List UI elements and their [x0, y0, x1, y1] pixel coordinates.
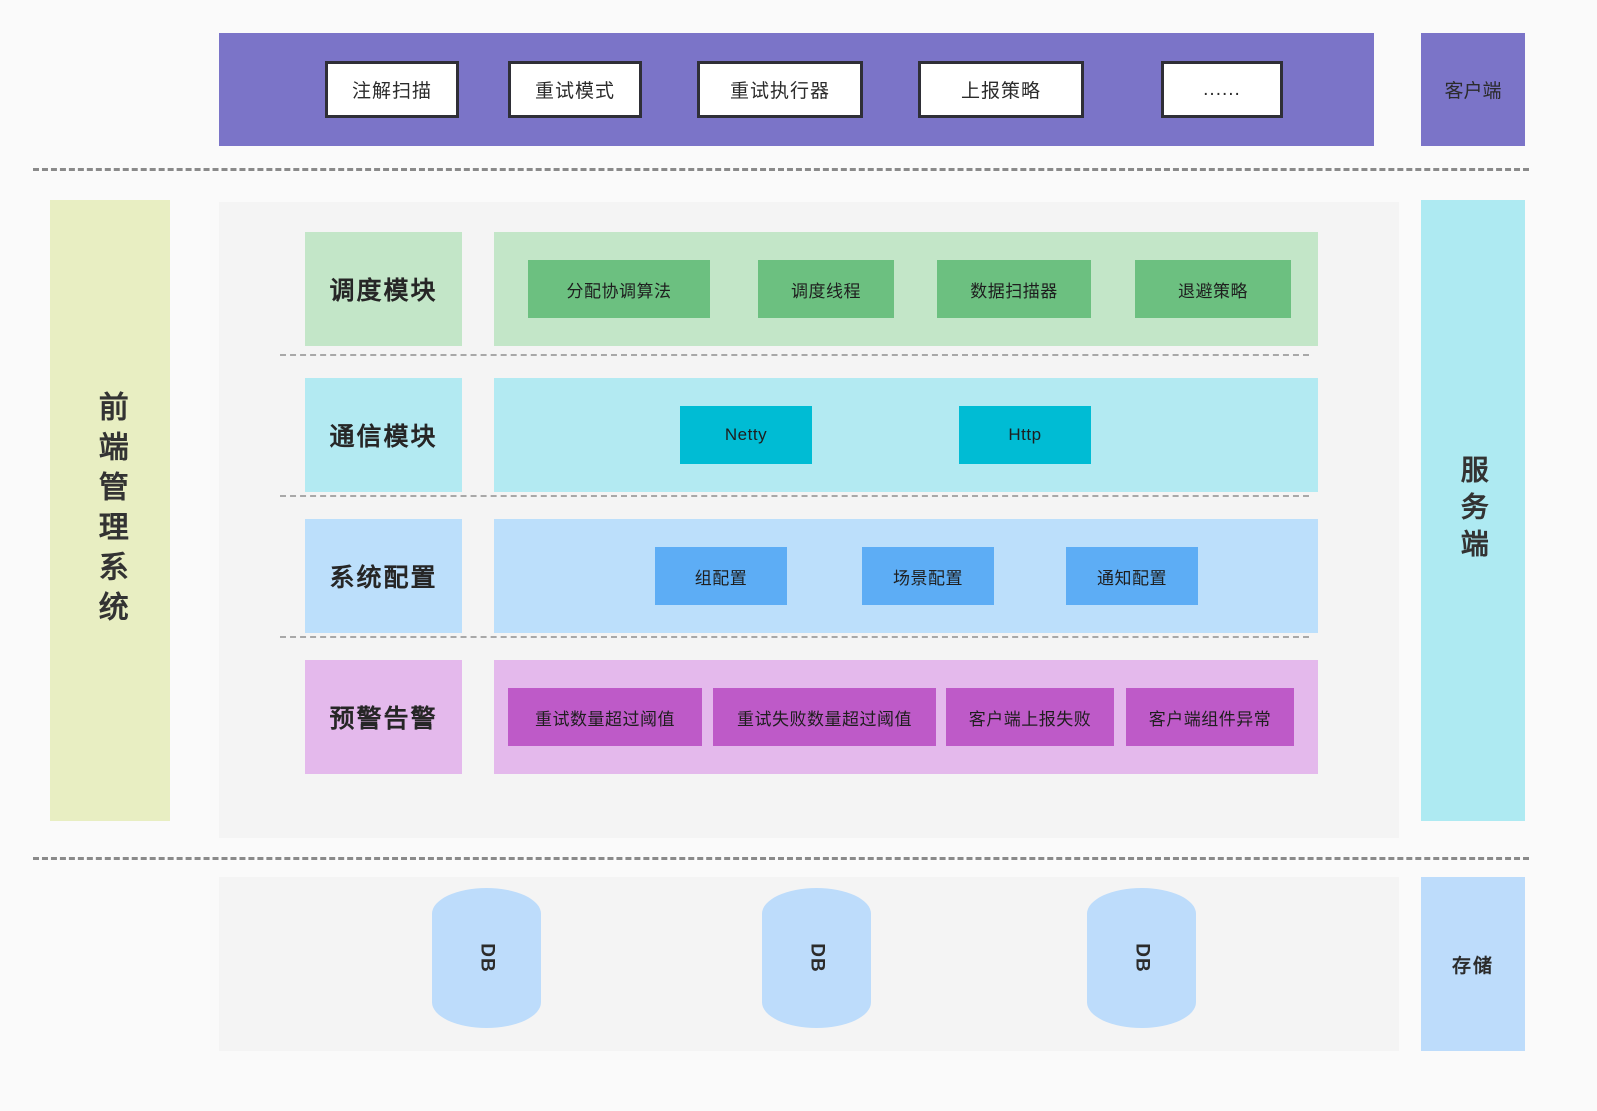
client-chip-annotation-scan[interactable]: 注解扫描 [325, 61, 459, 118]
module-chip-data-scanner[interactable]: 数据扫描器 [937, 260, 1091, 318]
module-label-scheduling: 调度模块 [305, 232, 462, 346]
module-row-scheduling: 调度模块 分配协调算法 调度线程 数据扫描器 退避策略 [219, 232, 1399, 346]
server-sidebar-label: 服务端 [1457, 455, 1489, 566]
module-band-alerting: 重试数量超过阈值 重试失败数量超过阈值 客户端上报失败 客户端组件异常 [494, 660, 1318, 774]
database-cylinder[interactable]: DB [1087, 888, 1196, 1028]
module-chip-notification-config[interactable]: 通知配置 [1066, 547, 1198, 605]
row-separator-2 [280, 495, 1309, 497]
module-row-alerting: 预警告警 重试数量超过阈值 重试失败数量超过阈值 客户端上报失败 客户端组件异常 [219, 660, 1399, 774]
client-chip-retry-executor[interactable]: 重试执行器 [697, 61, 863, 118]
separator-client-server [33, 168, 1529, 171]
module-band-communication: Netty Http [494, 378, 1318, 492]
module-band-scheduling: 分配协调算法 调度线程 数据扫描器 退避策略 [494, 232, 1318, 346]
client-layer-band: 注解扫描 重试模式 重试执行器 上报策略 ...... [219, 33, 1374, 146]
module-chip-retry-count-threshold[interactable]: 重试数量超过阈值 [508, 688, 702, 746]
module-chip-client-component-exception[interactable]: 客户端组件异常 [1126, 688, 1294, 746]
server-layer-tag: 服务端 [1421, 200, 1525, 821]
module-chip-allocation-algorithm[interactable]: 分配协调算法 [528, 260, 710, 318]
row-separator-1 [280, 354, 1309, 356]
database-label: DB [806, 943, 828, 973]
client-chip-ellipsis[interactable]: ...... [1161, 61, 1283, 118]
row-separator-3 [280, 636, 1309, 638]
server-modules-panel: 调度模块 分配协调算法 调度线程 数据扫描器 退避策略 通信模块 Netty H… [219, 202, 1399, 838]
module-chip-netty[interactable]: Netty [680, 406, 812, 464]
module-chip-scene-config[interactable]: 场景配置 [862, 547, 994, 605]
database-label-wrap: DB [432, 888, 541, 1028]
module-chip-scheduling-thread[interactable]: 调度线程 [758, 260, 894, 318]
database-cylinder[interactable]: DB [432, 888, 541, 1028]
module-chip-client-report-failure[interactable]: 客户端上报失败 [946, 688, 1114, 746]
module-label-configuration: 系统配置 [305, 519, 462, 633]
module-band-configuration: 组配置 场景配置 通知配置 [494, 519, 1318, 633]
module-label-communication: 通信模块 [305, 378, 462, 492]
frontend-management-sidebar: 前端管理系统 [50, 200, 170, 821]
database-cylinder[interactable]: DB [762, 888, 871, 1028]
module-chip-backoff-strategy[interactable]: 退避策略 [1135, 260, 1291, 318]
database-label: DB [476, 943, 498, 973]
database-label-wrap: DB [1087, 888, 1196, 1028]
module-chip-group-config[interactable]: 组配置 [655, 547, 787, 605]
storage-layer-tag: 存储 [1421, 877, 1525, 1051]
module-row-communication: 通信模块 Netty Http [219, 378, 1399, 492]
client-chip-report-strategy[interactable]: 上报策略 [918, 61, 1084, 118]
module-chip-retry-failure-threshold[interactable]: 重试失败数量超过阈值 [713, 688, 936, 746]
storage-panel: DB DB DB [219, 877, 1399, 1051]
separator-server-storage [33, 857, 1529, 860]
client-layer-tag: 客户端 [1421, 33, 1525, 146]
module-row-configuration: 系统配置 组配置 场景配置 通知配置 [219, 519, 1399, 633]
module-label-alerting: 预警告警 [305, 660, 462, 774]
frontend-sidebar-label: 前端管理系统 [93, 390, 127, 631]
database-label: DB [1131, 943, 1153, 973]
database-label-wrap: DB [762, 888, 871, 1028]
module-chip-http[interactable]: Http [959, 406, 1091, 464]
client-chip-retry-mode[interactable]: 重试模式 [508, 61, 642, 118]
